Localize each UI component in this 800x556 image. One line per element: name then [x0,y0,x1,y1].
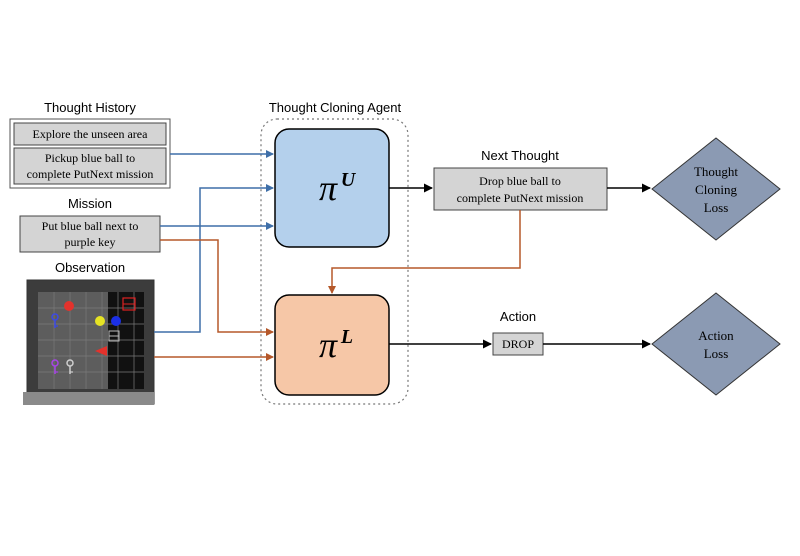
next-thought-line2: complete PutNext mission [457,191,584,205]
agent-triangle-icon [95,346,107,356]
mission-line1: Put blue ball next to [42,219,139,233]
thought-loss-line1: Thought [694,164,738,179]
next-thought-heading: Next Thought [481,148,559,163]
thought-cloning-loss-diamond: Thought Cloning Loss [651,137,781,241]
arrow-mission-to-lower [160,239,274,336]
red-ball-icon [64,301,74,311]
upper-policy-superscript: U [341,169,357,191]
grey-key-icon [66,359,74,374]
thought-history-panel: Explore the unseen area Pickup blue ball… [9,118,171,189]
thought-history-item-1 [13,122,167,146]
thought-history-item-2-line1: Pickup blue ball to [45,151,135,165]
action-box: DROP [492,332,544,356]
action-loss-line1: Action [698,328,734,343]
action-heading: Action [500,309,536,324]
observation-grid [23,279,155,405]
action-loss-line2: Loss [704,346,729,361]
purple-key-icon [51,359,59,374]
lower-policy-symbol: π [319,325,338,365]
upper-policy-box: π U [274,128,390,248]
mission-box: Put blue ball next to purple key [19,215,161,253]
observation-heading: Observation [55,260,125,275]
next-thought-box: Drop blue ball to complete PutNext missi… [433,167,608,211]
mission-line2: purple key [65,235,116,249]
thought-history-item-2-line2: complete PutNext mission [27,167,154,181]
lower-policy-superscript: L [340,326,353,348]
lower-policy-box: π L [274,294,390,396]
blue-key-icon [51,313,59,328]
agent-container [260,118,409,405]
thought-loss-line3: Loss [704,200,729,215]
arrow-observation-to-upper [154,184,274,333]
blue-ball-icon [111,316,121,326]
action-value: DROP [502,337,534,351]
arrow-next-thought-to-lower [328,210,521,294]
upper-policy-symbol: π [319,168,338,208]
thought-loss-line2: Cloning [695,182,737,197]
thought-history-heading: Thought History [44,100,136,115]
thought-history-item-1-text: Explore the unseen area [33,127,149,141]
action-loss-diamond: Action Loss [651,292,781,396]
next-thought-line1: Drop blue ball to [479,174,561,188]
agent-heading: Thought Cloning Agent [269,100,402,115]
mission-heading: Mission [68,196,112,211]
thought-history-item-2 [13,147,167,185]
yellow-ball-icon [95,316,105,326]
